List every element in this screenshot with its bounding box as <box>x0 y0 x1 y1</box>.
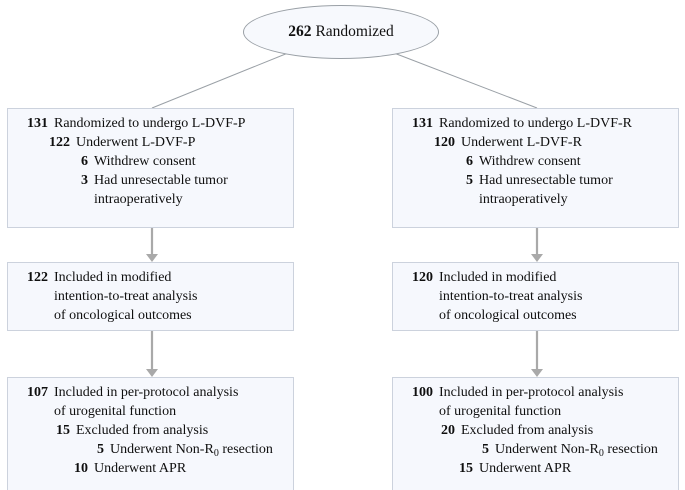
box-left-enrollment: 131 Randomized to undergo L-DVF-P 122 Un… <box>7 108 294 228</box>
row-count: 122 <box>49 135 70 150</box>
row-label: Included in modified <box>439 270 557 285</box>
nonr0-subscript: 0 <box>598 447 604 459</box>
row-label: Excluded from analysis <box>76 423 209 438</box>
row-label: Included in modified <box>54 270 172 285</box>
row-left-withdrew: 6 Withdrew consent <box>12 152 289 171</box>
row-left-randomized: 131 Randomized to undergo L-DVF-P <box>12 114 289 133</box>
connector-root-to-left <box>151 52 289 109</box>
row-right-underwent: 120 Underwent L-DVF-R <box>397 133 674 152</box>
node-randomized: 262 Randomized <box>243 5 439 59</box>
row-left-pp-line2: of urogenital function <box>54 404 177 419</box>
row-right-unresectable-continuation: intraoperatively <box>479 192 568 207</box>
row-left-unresectable: 3 Had unresectable tumor <box>12 171 289 190</box>
row-count: 15 <box>459 461 473 476</box>
box-right-mitt-analysis: 120 Included in modified intention-to-tr… <box>392 262 679 331</box>
row-label: Excluded from analysis <box>461 423 594 438</box>
row-left-underwent: 122 Underwent L-DVF-P <box>12 133 289 152</box>
arrowhead-left-1 <box>146 254 158 262</box>
row-label: Had unresectable tumor <box>94 173 228 188</box>
row-label: Included in per-protocol analysis <box>439 385 624 400</box>
row-count: 131 <box>27 116 48 131</box>
row-right-pp-line2: of urogenital function <box>439 404 562 419</box>
row-left-mitt-line2: intention-to-treat analysis <box>54 289 198 304</box>
row-count: 131 <box>412 116 433 131</box>
box-right-enrollment: 131 Randomized to undergo L-DVF-R 120 Un… <box>392 108 679 228</box>
row-count: 122 <box>27 270 48 285</box>
row-label: Randomized to undergo L-DVF-R <box>439 116 632 131</box>
row-left-nonr0: 5 Underwent Non-R0 resection <box>12 440 289 459</box>
row-count: 5 <box>97 442 104 457</box>
row-count: 20 <box>441 423 455 438</box>
box-left-per-protocol: 107 Included in per-protocol analysis of… <box>7 377 294 490</box>
row-right-mitt-line2: intention-to-treat analysis <box>439 289 583 304</box>
row-label: Underwent APR <box>94 461 187 476</box>
row-count: 5 <box>482 442 489 457</box>
row-right-randomized: 131 Randomized to undergo L-DVF-R <box>397 114 674 133</box>
row-count: 100 <box>412 385 433 400</box>
row-label: Withdrew consent <box>479 154 581 169</box>
row-left-excluded: 15 Excluded from analysis <box>12 421 289 440</box>
row-count: 107 <box>27 385 48 400</box>
row-count: 10 <box>74 461 88 476</box>
row-label: Randomized to undergo L-DVF-P <box>54 116 246 131</box>
randomized-label: Randomized <box>315 23 394 40</box>
nonr0-text-after: resection <box>218 442 273 457</box>
row-right-unresectable: 5 Had unresectable tumor <box>397 171 674 190</box>
row-label: Included in per-protocol analysis <box>54 385 239 400</box>
row-label: Underwent Non-R0 resection <box>495 440 658 459</box>
nonr0-text-after: resection <box>603 442 658 457</box>
row-label: Underwent L-DVF-P <box>76 135 196 150</box>
row-label: Withdrew consent <box>94 154 196 169</box>
row-count: 3 <box>81 173 88 188</box>
row-right-mitt: 120 Included in modified <box>397 268 674 287</box>
connector-root-to-right <box>393 52 538 109</box>
arrowhead-right-1 <box>531 254 543 262</box>
row-label: Underwent APR <box>479 461 572 476</box>
nonr0-text-before: Underwent Non-R <box>495 442 599 457</box>
row-count: 5 <box>466 173 473 188</box>
row-count: 6 <box>466 154 473 169</box>
row-right-apr: 15 Underwent APR <box>397 459 674 478</box>
row-label: Underwent Non-R0 resection <box>110 440 273 459</box>
row-left-apr: 10 Underwent APR <box>12 459 289 478</box>
row-right-withdrew: 6 Withdrew consent <box>397 152 674 171</box>
arrowhead-right-2 <box>531 369 543 377</box>
row-count: 15 <box>56 423 70 438</box>
row-left-pp: 107 Included in per-protocol analysis <box>12 383 289 402</box>
row-left-mitt: 122 Included in modified <box>12 268 289 287</box>
row-left-unresectable-continuation: intraoperatively <box>94 192 183 207</box>
row-right-excluded: 20 Excluded from analysis <box>397 421 674 440</box>
row-right-pp: 100 Included in per-protocol analysis <box>397 383 674 402</box>
row-count: 6 <box>81 154 88 169</box>
row-right-mitt-line3: of oncological outcomes <box>439 308 577 323</box>
nonr0-subscript: 0 <box>213 447 219 459</box>
randomized-count: 262 <box>288 23 312 40</box>
row-right-nonr0: 5 Underwent Non-R0 resection <box>397 440 674 459</box>
nonr0-text-before: Underwent Non-R <box>110 442 214 457</box>
row-label: Had unresectable tumor <box>479 173 613 188</box>
box-left-mitt-analysis: 122 Included in modified intention-to-tr… <box>7 262 294 331</box>
box-right-per-protocol: 100 Included in per-protocol analysis of… <box>392 377 679 490</box>
arrowhead-left-2 <box>146 369 158 377</box>
row-count: 120 <box>434 135 455 150</box>
row-left-mitt-line3: of oncological outcomes <box>54 308 192 323</box>
row-label: Underwent L-DVF-R <box>461 135 582 150</box>
row-count: 120 <box>412 270 433 285</box>
